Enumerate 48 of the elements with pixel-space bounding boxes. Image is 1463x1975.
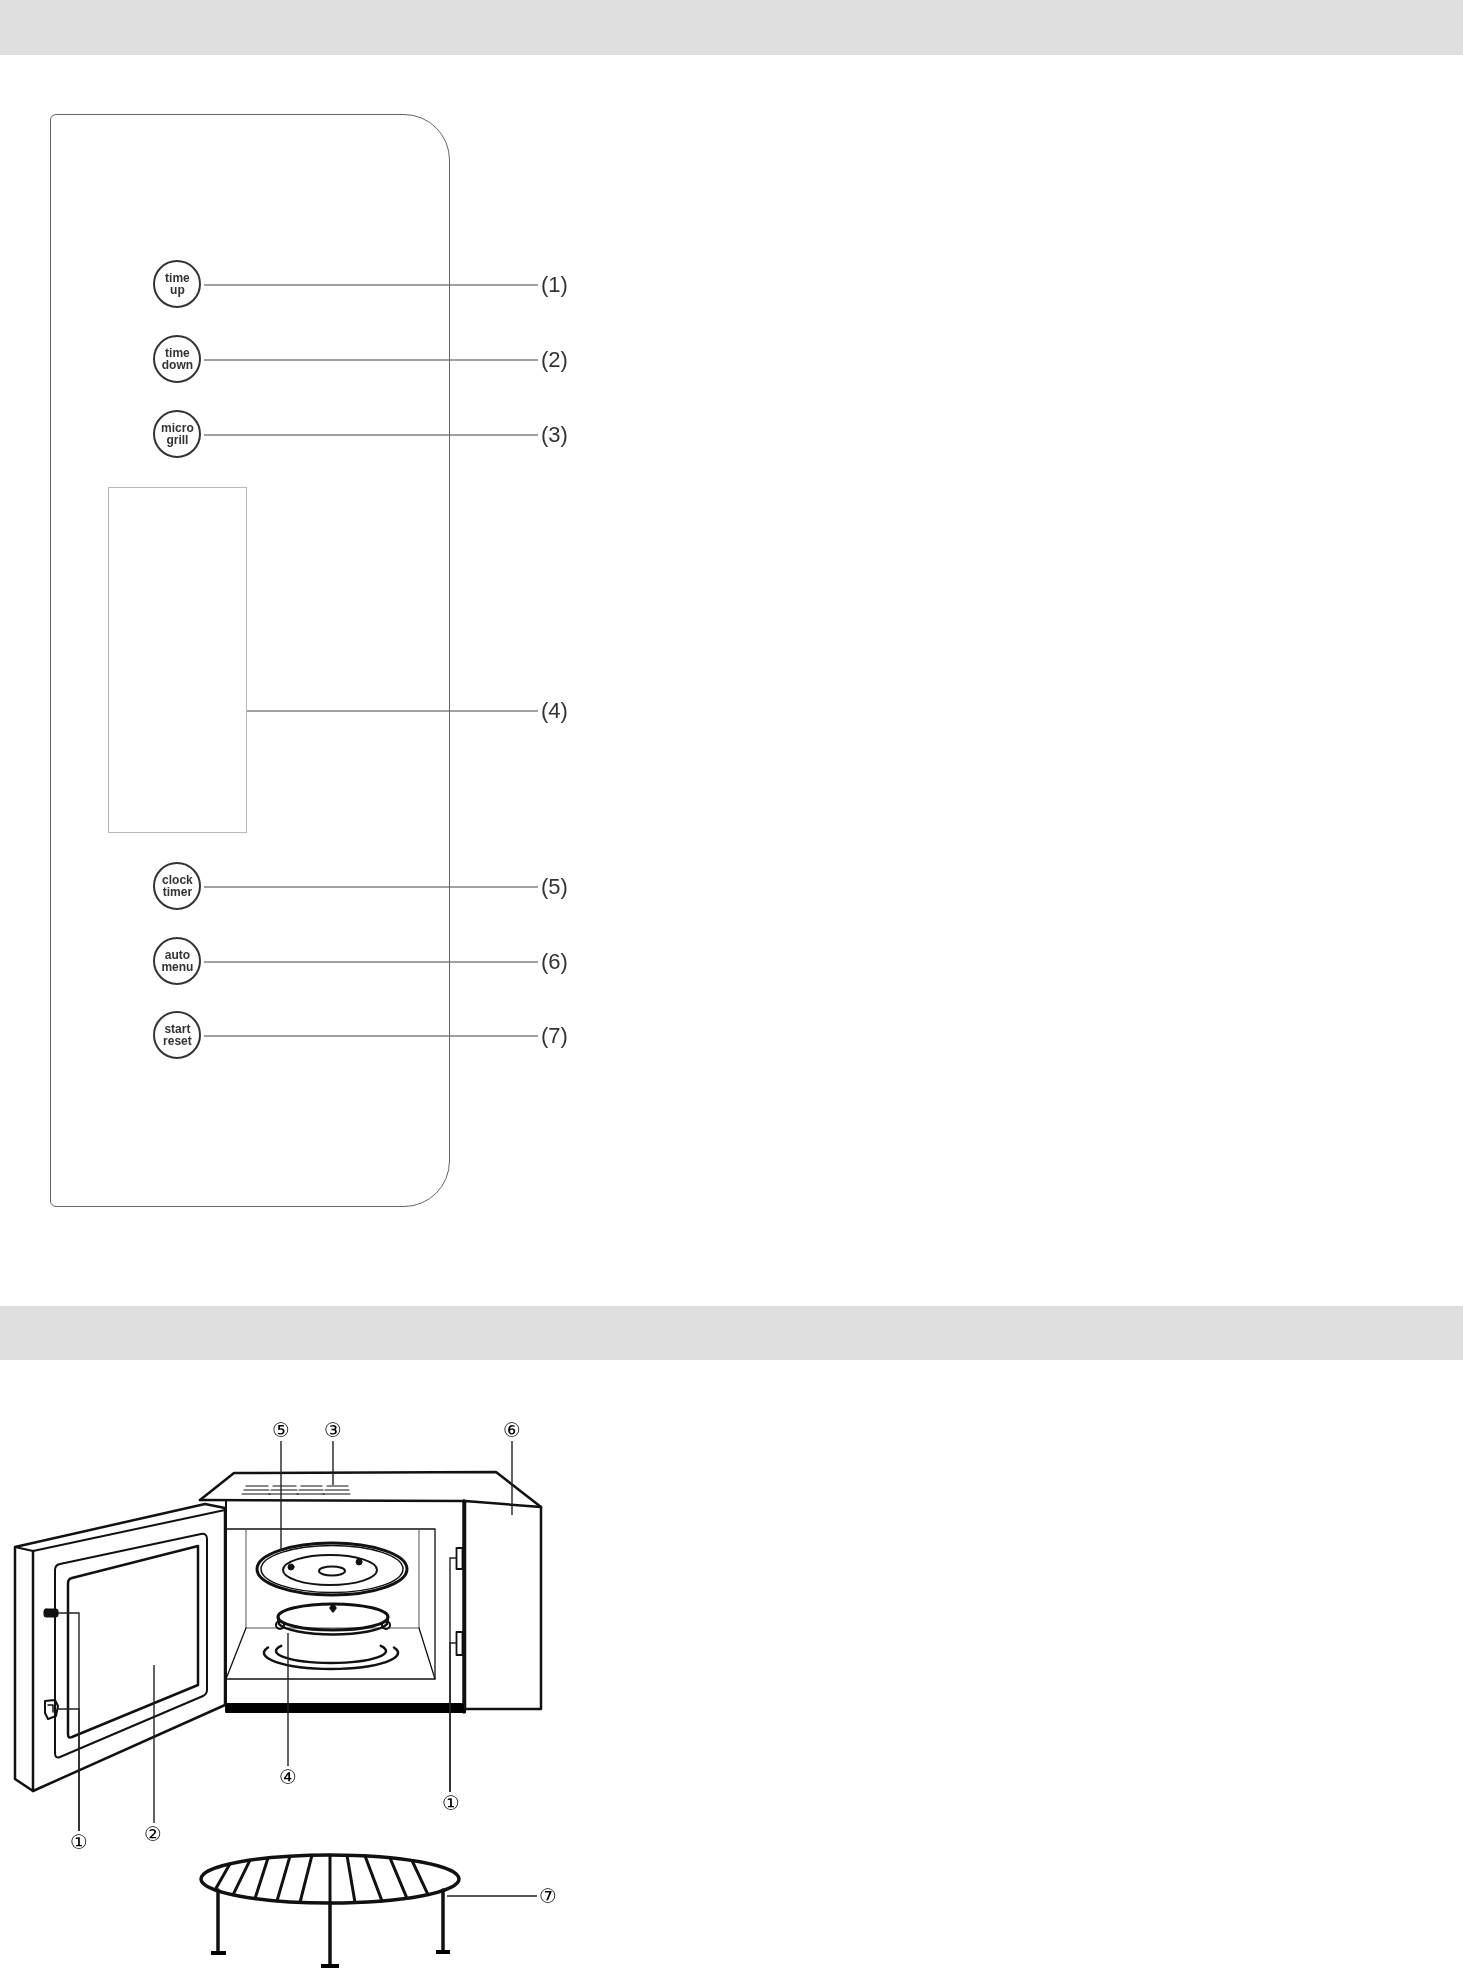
callout-number: (2) [541, 348, 568, 372]
panel-button: start reset [153, 1011, 202, 1060]
leader-line [446, 1895, 538, 1897]
leader-line [332, 1440, 334, 1486]
callout-number: (7) [541, 1024, 568, 1048]
leader-line [57, 1708, 80, 1832]
leader-line [153, 1664, 155, 1824]
latch-slot [455, 1631, 464, 1656]
leader-line [203, 1035, 539, 1037]
vent-grille [241, 1485, 351, 1495]
leader-line [203, 359, 539, 361]
leader-line [280, 1440, 282, 1552]
door-latch [43, 1608, 59, 1618]
side-panel [463, 1499, 543, 1711]
callout-number: (6) [541, 950, 568, 974]
callout-number: (4) [541, 699, 568, 723]
leader-line [203, 284, 539, 286]
glass-tray [255, 1541, 409, 1597]
callout-number: ⑤ [271, 1420, 291, 1440]
callout-number: ④ [278, 1767, 298, 1787]
leader-line [203, 961, 539, 963]
panel-button: time down [153, 335, 202, 384]
display-window [108, 487, 248, 834]
latch-slot [455, 1547, 464, 1570]
panel-button: auto menu [153, 937, 202, 986]
roller-ring [275, 1602, 391, 1636]
control-panel [50, 114, 450, 1207]
callout-number: ⑥ [502, 1420, 522, 1440]
callout-number: ⑦ [538, 1886, 558, 1906]
panel-button: time up [153, 260, 202, 309]
leader-line [449, 1642, 457, 1793]
door-latch [44, 1699, 59, 1720]
leader-line [511, 1440, 513, 1516]
grill-rack [199, 1853, 461, 1968]
leader-line [203, 886, 539, 888]
panel-button: clock timer [153, 862, 202, 911]
callout-number: ② [143, 1824, 163, 1844]
leader-line [245, 710, 539, 712]
callout-number: ③ [323, 1420, 343, 1440]
panel-button: micro grill [153, 410, 202, 459]
callout-number: ① [441, 1793, 461, 1813]
callout-number: ① [69, 1832, 89, 1852]
callout-number: (5) [541, 875, 568, 899]
leader-line [287, 1632, 289, 1767]
door-window [66, 1544, 200, 1739]
callout-number: (1) [541, 273, 568, 297]
callout-number: (3) [541, 423, 568, 447]
leader-line [203, 434, 539, 436]
